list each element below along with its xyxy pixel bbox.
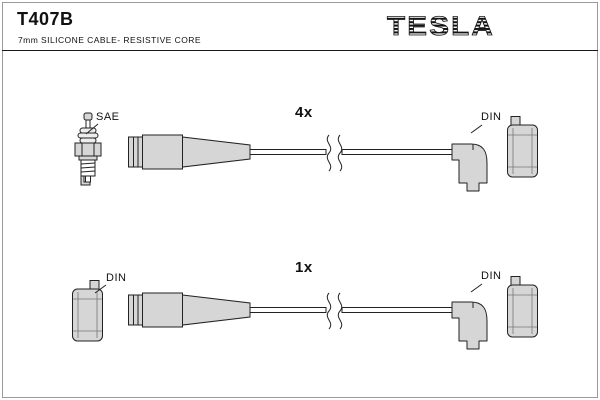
- label-din-row2-right: DIN: [481, 270, 502, 282]
- din-row2-right-leader-line: [470, 283, 483, 293]
- sae-leader-line: [85, 123, 99, 135]
- tesla-logo-text: TESLA: [387, 11, 495, 41]
- label-din-row1: DIN: [481, 111, 502, 123]
- din-terminal-icon-row1: [507, 116, 538, 178]
- label-sae: SAE: [96, 111, 120, 123]
- din-row2-left-leader-line: [94, 284, 107, 294]
- spark-plug-icon: [74, 112, 102, 186]
- quantity-row2: 1x: [295, 259, 313, 276]
- quantity-row1: 4x: [295, 104, 313, 121]
- part-number: T407B: [17, 9, 74, 29]
- subtitle: 7mm SILICONE CABLE- RESISTIVE CORE: [18, 35, 201, 45]
- din-terminal-icon-row2-left: [72, 280, 103, 342]
- tesla-logo: TESLA: [387, 11, 495, 41]
- din-terminal-icon-row2-right: [507, 276, 538, 338]
- label-din-row2-left: DIN: [106, 272, 127, 284]
- din-row1-leader-line: [470, 124, 483, 134]
- cable-assembly-row2: [128, 292, 488, 350]
- cable-assembly-row1: [128, 134, 488, 192]
- header-divider: [2, 50, 598, 51]
